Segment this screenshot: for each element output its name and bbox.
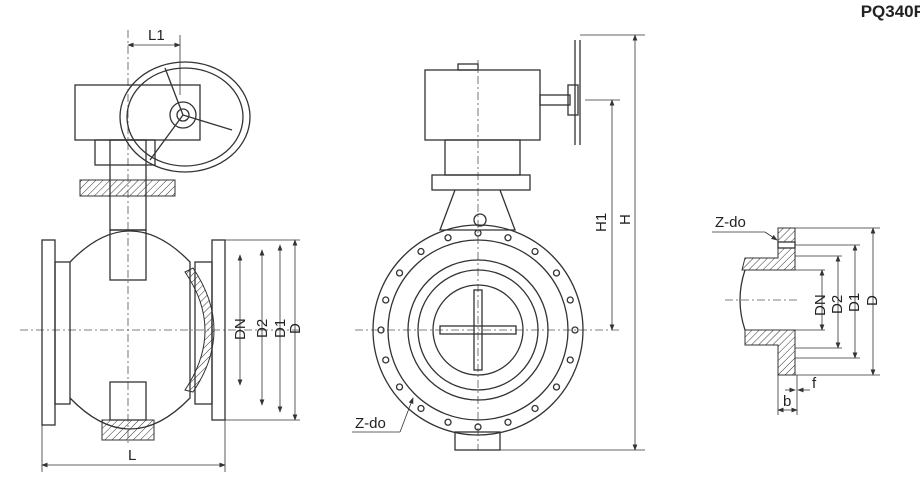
front-view: [20, 30, 300, 472]
dim-d1: D1: [272, 319, 289, 338]
bolt-hole: [504, 234, 512, 242]
flange-dim-d2: D2: [829, 295, 846, 314]
flange-dim-b: b: [783, 393, 791, 410]
bolt-hole: [395, 269, 404, 277]
bolt-hole: [474, 423, 482, 431]
bolt-hole: [504, 418, 512, 426]
dim-d: D: [287, 323, 304, 334]
bolt-hole: [566, 356, 574, 364]
flange-dim-dn: DN: [812, 294, 829, 316]
bolt-hole: [552, 383, 561, 391]
flange-dim-d: D: [864, 295, 881, 306]
flange-detail: [712, 227, 880, 415]
bolt-holes-label: Z-do: [355, 415, 386, 432]
flange-bolt-holes-label: Z-do: [715, 214, 746, 231]
dim-h1: H1: [593, 213, 610, 232]
bolt-hole: [566, 296, 574, 304]
bolt-hole: [417, 247, 425, 256]
bolt-hole: [417, 404, 425, 413]
bolt-hole: [571, 326, 579, 334]
dim-l1: L1: [148, 27, 165, 44]
bolt-hole: [395, 383, 404, 391]
dim-l: L: [128, 447, 136, 464]
side-view: [352, 34, 645, 451]
dim-dn: DN: [232, 318, 249, 340]
flange-dim-f: f: [812, 375, 817, 392]
bolt-hole: [382, 296, 390, 304]
bolt-hole: [531, 247, 539, 256]
dim-h: H: [617, 214, 634, 225]
bolt-hole: [444, 234, 452, 242]
bolt-hole: [444, 418, 452, 426]
bolt-hole: [531, 404, 539, 413]
model-title: PQ340F: [860, 2, 920, 21]
bolt-hole: [382, 356, 390, 364]
bolt-hole: [377, 326, 385, 334]
bolt-hole: [552, 269, 561, 277]
flange-dim-d1: D1: [846, 293, 863, 312]
dim-d2: D2: [254, 319, 271, 338]
